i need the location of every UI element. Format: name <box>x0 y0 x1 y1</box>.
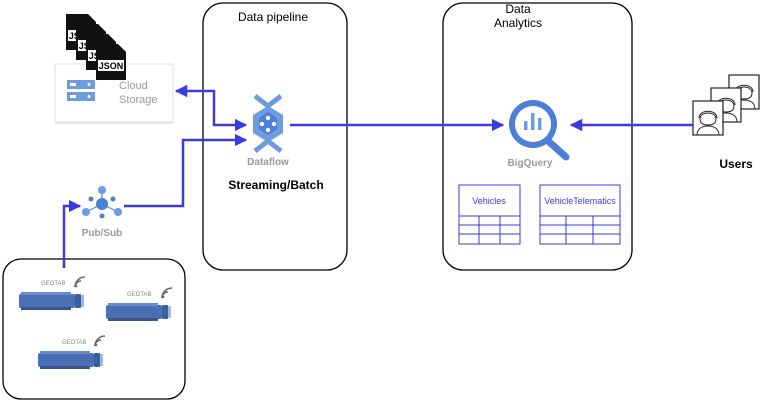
analytics-title-line1: Data <box>505 2 531 16</box>
vehicle-icon <box>106 303 171 321</box>
users-node: Users <box>692 74 760 171</box>
bigquery-icon <box>509 100 570 161</box>
dataflow-label: Dataflow <box>247 157 289 168</box>
vehicle-icon <box>38 351 103 369</box>
cloud-storage-icon <box>67 80 95 101</box>
vehicle-brand: GEOTAB <box>41 281 66 287</box>
dataflow-node: Dataflow Streaming/Batch <box>228 94 324 192</box>
table-vehicles-title: Vehicles <box>472 196 506 206</box>
cloud-storage-label-line2: Storage <box>119 94 158 106</box>
vehicle-1: GEOTAB <box>19 276 86 310</box>
dataflow-mode: Streaming/Batch <box>228 178 323 192</box>
table-vehicletelematics: VehicleTelematics <box>539 184 621 245</box>
file-json-icon: JSON <box>96 44 126 80</box>
table-vehicles: Vehicles <box>458 184 521 245</box>
vehicles-container <box>2 258 186 400</box>
analytics-title-line2: Analytics <box>494 16 542 30</box>
arrow-vehicles-to-pubsub <box>62 199 82 268</box>
bigquery-label: BigQuery <box>507 158 552 169</box>
svg-text:JSON: JSON <box>99 61 124 71</box>
pubsub-label: Pub/Sub <box>82 228 123 239</box>
cloud-storage-label-line1: Cloud <box>119 80 148 92</box>
dataflow-icon <box>253 94 283 153</box>
pubsub-node: Pub/Sub <box>82 186 123 239</box>
pubsub-icon <box>82 186 122 219</box>
user-icon <box>692 100 724 136</box>
arrow-pubsub-to-dataflow <box>124 133 248 208</box>
bigquery-node: BigQuery <box>507 100 570 169</box>
vehicle-2: GEOTAB <box>106 287 173 321</box>
table-vehicletelematics-title: VehicleTelematics <box>544 196 616 206</box>
cloud-storage-node: Cloud Storage <box>54 63 174 124</box>
arrow-storage-dataflow <box>174 84 248 132</box>
json-files: JSON JSON JSON JSON <box>66 14 126 80</box>
vehicle-brand: GEOTAB <box>127 292 152 298</box>
pipeline-title: Data pipeline <box>238 10 308 24</box>
vehicle-3: GEOTAB <box>38 335 106 369</box>
vehicle-icon <box>19 292 84 310</box>
users-label: Users <box>719 157 753 171</box>
vehicle-brand: GEOTAB <box>62 340 87 346</box>
